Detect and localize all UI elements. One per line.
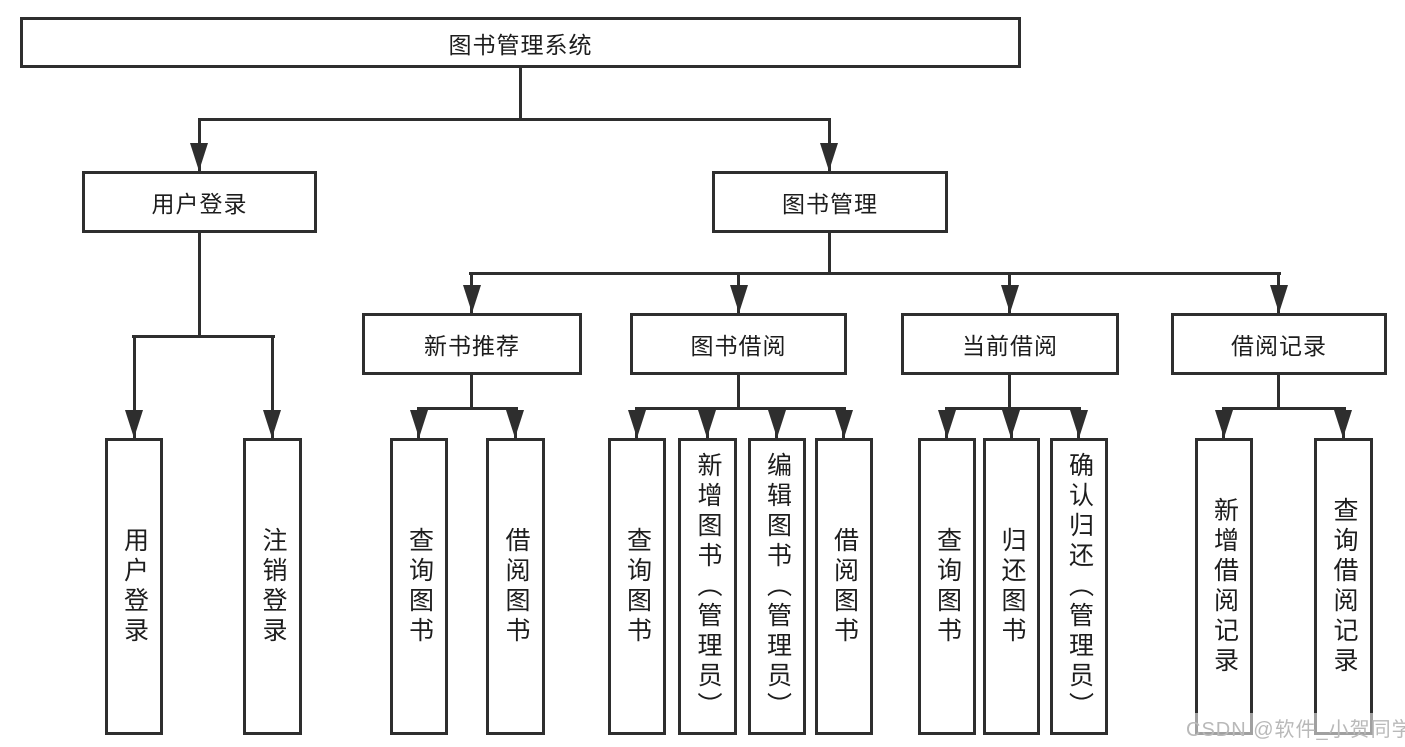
arrow-down-icon <box>820 143 838 171</box>
arrow-down-icon <box>938 410 956 438</box>
arrow-down-icon <box>506 410 524 438</box>
leaf-label: 新增借阅记录 <box>1210 496 1239 677</box>
connector-line <box>1008 375 1011 407</box>
arrow-down-icon <box>1334 410 1352 438</box>
leaf-user-login: 用户登录 <box>105 438 163 735</box>
connector-line <box>945 407 1081 410</box>
connector-line <box>1222 407 1346 410</box>
node-label: 新书推荐 <box>424 333 520 359</box>
leaf-add-book-admin: 新增图书（管理员） <box>678 438 737 735</box>
node-label: 图书借阅 <box>690 333 787 359</box>
leaf-label: 新增图书（管理员） <box>694 451 722 722</box>
leaf-borrow-books-newbooks: 借阅图书 <box>486 438 545 735</box>
node-label: 当前借阅 <box>962 333 1058 359</box>
connector-line <box>417 407 518 410</box>
arrow-down-icon <box>1002 410 1020 438</box>
arrow-down-icon <box>125 410 143 438</box>
leaf-label: 归还图书 <box>998 526 1026 647</box>
connector-line <box>737 375 740 407</box>
node-label: 用户登录 <box>151 191 248 217</box>
leaf-label: 查询图书 <box>933 526 962 647</box>
node-current-borrowing: 当前借阅 <box>901 313 1119 375</box>
leaf-label: 借阅图书 <box>830 526 859 647</box>
arrow-down-icon <box>698 410 716 438</box>
leaf-query-books-borrow: 查询图书 <box>608 438 666 735</box>
leaf-label: 借阅图书 <box>502 526 530 647</box>
node-book-management: 图书管理 <box>712 171 948 233</box>
arrow-down-icon <box>835 410 853 438</box>
leaf-label: 查询借阅记录 <box>1330 496 1358 677</box>
arrow-down-icon <box>263 410 281 438</box>
arrow-down-icon <box>730 285 748 313</box>
arrow-down-icon <box>1215 410 1233 438</box>
connector-line <box>828 233 831 272</box>
leaf-label: 确认归还（管理员） <box>1065 451 1094 722</box>
node-label: 图书管理 <box>782 191 878 217</box>
connector-line <box>470 375 473 407</box>
leaf-label: 用户登录 <box>120 526 149 647</box>
leaf-query-borrow-record: 查询借阅记录 <box>1314 438 1373 735</box>
leaf-query-books-newbooks: 查询图书 <box>390 438 448 735</box>
connector-line <box>271 335 274 438</box>
node-user-login: 用户登录 <box>82 171 317 233</box>
arrow-down-icon <box>190 143 208 171</box>
node-root: 图书管理系统 <box>20 17 1021 68</box>
leaf-label: 注销登录 <box>259 526 287 647</box>
leaf-confirm-return-admin: 确认归还（管理员） <box>1050 438 1108 735</box>
leaf-return-books: 归还图书 <box>983 438 1040 735</box>
node-book-borrowing: 图书借阅 <box>630 313 847 375</box>
leaf-label: 查询图书 <box>623 526 652 647</box>
leaf-label: 查询图书 <box>405 526 434 647</box>
connector-line <box>635 407 846 410</box>
arrow-down-icon <box>1001 285 1019 313</box>
connector-line <box>132 335 275 338</box>
connector-line <box>198 118 831 121</box>
node-borrow-records: 借阅记录 <box>1171 313 1387 375</box>
watermark: CSDN @软件_小贺同学 <box>1183 713 1405 744</box>
arrow-down-icon <box>768 410 786 438</box>
connector-line <box>519 68 522 118</box>
connector-line <box>133 335 136 438</box>
node-root-label: 图书管理系统 <box>448 31 593 58</box>
node-new-book-recommend: 新书推荐 <box>362 313 582 375</box>
arrow-down-icon <box>1070 410 1088 438</box>
arrow-down-icon <box>1270 285 1288 313</box>
connector-line <box>198 233 201 335</box>
connector-line <box>1277 375 1280 407</box>
leaf-borrow-books-borrow: 借阅图书 <box>815 438 873 735</box>
arrow-down-icon <box>410 410 428 438</box>
leaf-query-books-current: 查询图书 <box>918 438 976 735</box>
node-label: 借阅记录 <box>1231 333 1327 359</box>
leaf-edit-book-admin: 编辑图书（管理员） <box>748 438 806 735</box>
leaf-logout: 注销登录 <box>243 438 302 735</box>
arrow-down-icon <box>463 285 481 313</box>
leaf-add-borrow-record: 新增借阅记录 <box>1195 438 1253 735</box>
arrow-down-icon <box>628 410 646 438</box>
connector-line <box>469 272 1281 275</box>
leaf-label: 编辑图书（管理员） <box>763 451 792 722</box>
